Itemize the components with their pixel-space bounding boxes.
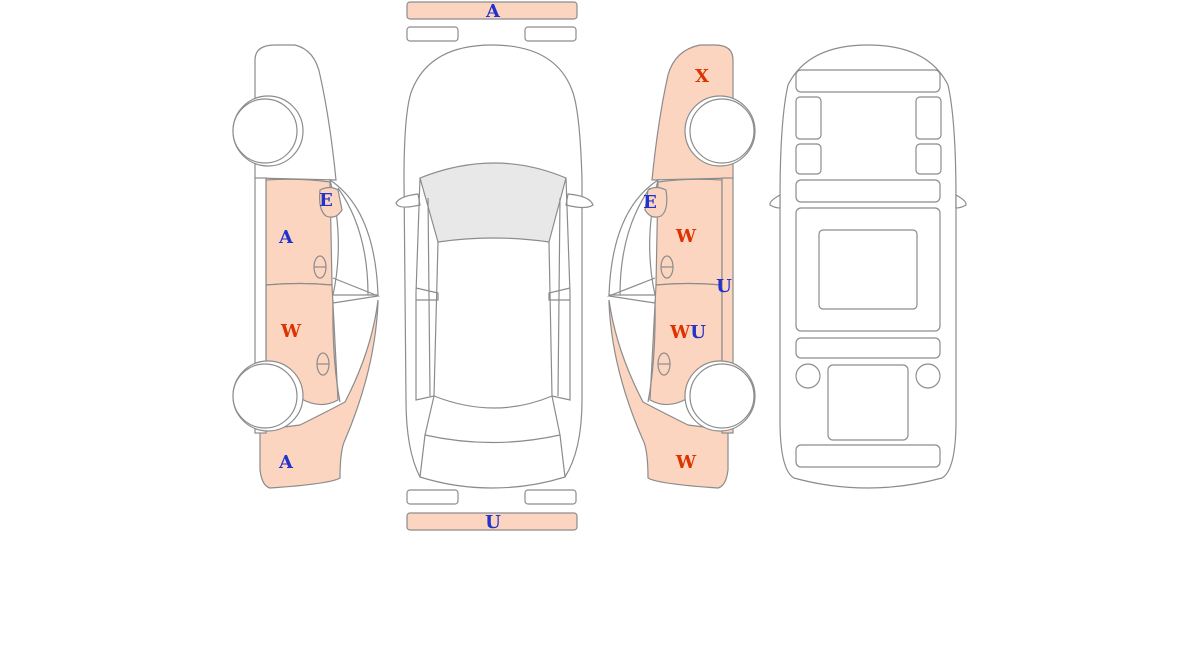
top-view: A U [395,1,594,533]
left-door-handle-rear [313,255,327,279]
left-front-wheel [232,363,298,429]
rear-bumper-damage-code: U [485,512,501,533]
right-door-handle-rear [660,255,674,279]
damage-code: X [695,66,709,87]
rear-bumper [406,512,578,531]
damage-code: W [675,452,697,473]
right-side-view: X E W U WU W [606,44,756,489]
right-mirror [644,186,668,218]
damage-code: A [278,452,294,473]
front-bumper [406,1,578,20]
damage-code: W [280,321,302,342]
damage-code: E [319,190,333,211]
front-bumper-damage-code: A [485,1,501,22]
right-front-fender-panel [608,299,729,489]
left-rear-wheel [232,98,298,164]
top-left-mirror [395,193,421,208]
damage-code: U [716,276,732,297]
left-rocker [254,177,267,434]
damage-code: WU [669,322,706,343]
left-side-view: E A W A [232,44,381,489]
left-door-handle-front [316,352,330,376]
damage-code: E [643,192,657,213]
left-front-fender-panel [259,299,379,489]
left-side-glass-curve [329,178,379,296]
top-right-mirror [565,193,594,209]
rear-right-corner [524,489,577,505]
top-body-outline [403,44,583,489]
bottom-left-mirror [769,193,781,209]
damage-code: A [278,227,294,248]
right-rocker [721,177,734,434]
right-rear-wheel [689,98,755,164]
bottom-view [769,44,967,489]
bottom-right-mirror [955,193,967,209]
front-left-corner [406,26,459,42]
rear-left-corner [406,489,459,505]
damage-code: W [675,226,697,247]
right-front-wheel [689,363,755,429]
right-door-handle-front [657,352,671,376]
left-mirror [319,186,343,218]
windshield [419,162,567,243]
front-right-corner [524,26,577,42]
right-side-glass-curve [608,178,659,296]
